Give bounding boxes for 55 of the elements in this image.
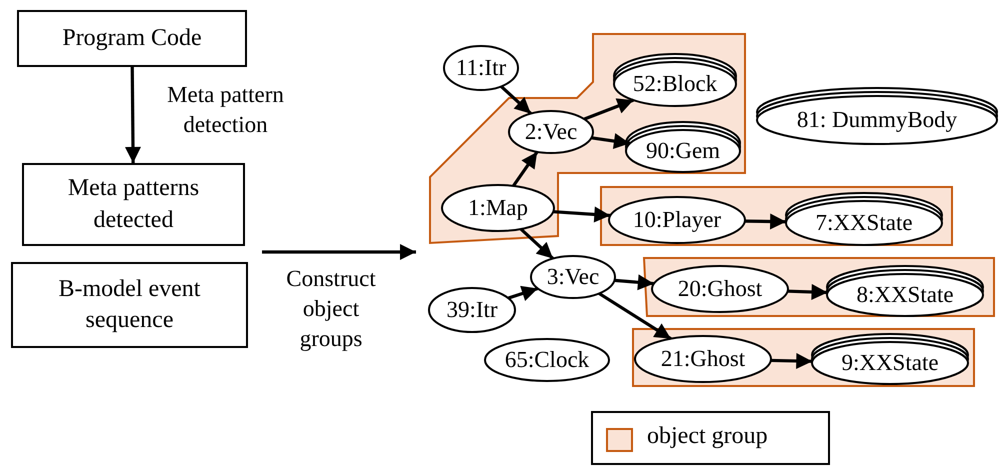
arrow [124,66,141,164]
node-label: 7:XXState [814,209,914,237]
box-label: B-model event sequence [58,274,202,335]
stacked-object-ellipse [784,191,944,247]
object-ellipse [607,195,747,245]
node-label: 11:Itr [454,54,508,82]
object-ellipse [529,254,617,300]
process-box [22,163,245,246]
object-ellipse [483,337,611,383]
arrow [591,133,630,149]
node-label: 81: DummyBody [796,106,958,134]
arrow [500,85,532,115]
box-label: Program Code [62,24,202,53]
arrow [584,98,634,121]
node-label: 21:Ghost [660,345,746,373]
box-label: Meta patterns detected [66,174,200,234]
node-label: 20:Ghost [676,275,764,303]
node-label: 90:Gem [644,137,722,165]
object-ellipse [427,286,517,334]
node-label: 1:Map [466,194,530,222]
arrow-label: Construct object groups [285,265,377,353]
stacked-object-ellipse [825,264,985,318]
node-label: 10:Player [632,206,722,234]
stacked-object-ellipse [624,120,742,174]
object-ellipse [633,334,773,384]
node-label: 52:Block [632,70,718,98]
node-label: 9:XXState [840,349,940,377]
process-box [17,10,247,67]
object-ellipse [507,109,595,155]
process-box [11,262,248,348]
stacked-object-ellipse [810,332,970,386]
arrow [553,206,610,222]
node-label: 8:XXState [855,281,955,309]
arrow [744,214,786,230]
arrow [788,284,828,300]
arrow [512,150,538,187]
node-label: 65:Clock [504,346,590,374]
object-ellipse [650,264,790,314]
stacked-object-ellipse [612,52,738,108]
object-group-region [600,186,953,246]
edge-label: Meta pattern detection [166,81,285,139]
arrow [520,228,554,260]
stacked-object-ellipse [755,86,999,146]
arrow [598,292,672,340]
node-label: 2:Vec [524,118,578,146]
arrow [508,286,538,302]
legend-label: object group [647,423,768,450]
object-ellipse [442,44,520,92]
object-group-region [643,257,995,317]
object-group-region [632,328,975,387]
object-ellipse [440,183,556,233]
arrow [614,274,654,290]
arrow [770,353,812,369]
node-label: 39:Itr [445,296,499,324]
node-label: 3:Vec [546,263,600,291]
